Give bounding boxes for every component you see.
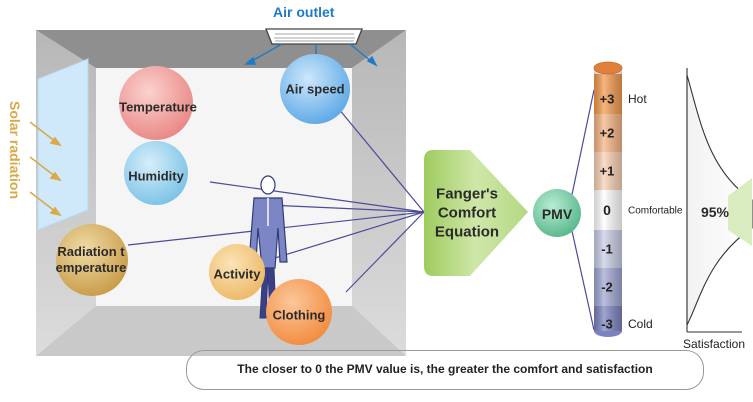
clothing-label: Clothing (272, 307, 326, 323)
solar-arrowhead-2 (49, 171, 62, 182)
air-arrowhead-right (366, 55, 378, 67)
scale-value-zero: 0 (603, 202, 611, 218)
line-person (267, 204, 425, 213)
equation-shape (424, 150, 528, 276)
comfortable-label: Comfortable (628, 205, 683, 217)
clothing-bubble (266, 279, 332, 345)
air-speed-bubble (280, 54, 350, 124)
humidity-label: Humidity (128, 168, 184, 184)
solar-arrowhead-1 (49, 136, 62, 147)
pmv-label: PMV (541, 206, 573, 222)
solar-arrows (29, 121, 62, 217)
line-pmv-bottom (569, 221, 595, 331)
footnote-box: The closer to 0 the PMV value is, the gr… (186, 350, 704, 390)
line-clothing (345, 211, 425, 293)
temperature-bubble (119, 66, 193, 140)
solar-radiation-label: Solar radiation (7, 100, 23, 200)
satisfaction-arrow (728, 178, 752, 246)
activity-label: Activity (213, 266, 261, 282)
room-floor (36, 306, 406, 356)
solar-arrowhead-3 (49, 206, 62, 217)
scale-value-minus2: -2 (601, 279, 613, 295)
pmv-bubble (533, 189, 581, 237)
air-outlet-label: Air outlet (273, 4, 335, 20)
air-arrow-left (249, 43, 283, 63)
line-pmv-top (569, 89, 595, 205)
air-arrowhead-left (244, 56, 256, 65)
air-speed-label: Air speed (285, 81, 345, 97)
line-activity (261, 211, 425, 263)
solar-arrow-3 (29, 191, 57, 213)
satisfaction-value: 95% (700, 204, 730, 220)
scale-value-plus1: +1 (599, 163, 615, 179)
window (37, 58, 89, 231)
solar-arrow-1 (29, 121, 57, 143)
footnote-text: The closer to 0 the PMV value is, the gr… (237, 362, 653, 376)
scale-value-minus3: -3 (601, 316, 613, 332)
line-humidity (209, 181, 425, 213)
solar-arrow-2 (29, 156, 57, 178)
pmv-scale-column (593, 61, 623, 337)
radiation-temperature-label: Radiation t emperature (55, 244, 127, 275)
scale-value-plus2: +2 (599, 125, 615, 141)
temperature-label: Temperature (119, 99, 197, 115)
satisfaction-label: Satisfaction (683, 337, 746, 351)
humidity-bubble (124, 141, 188, 205)
line-air-speed (337, 107, 425, 213)
scale-shading (594, 68, 622, 331)
air-outlet-vent (265, 28, 363, 45)
satisfaction-curve (686, 68, 753, 333)
air-arrow-right (349, 43, 373, 63)
scale-value-minus1: -1 (601, 241, 613, 257)
hot-label: Hot (628, 92, 647, 106)
equation-label: Fanger's Comfort Equation (434, 185, 500, 241)
scale-top-cap (593, 61, 623, 75)
activity-bubble (209, 244, 265, 300)
radiation-bubble (56, 224, 128, 296)
cold-label: Cold (628, 317, 653, 331)
connector-lines (127, 89, 595, 331)
room-right-wall (352, 30, 406, 356)
scale-value-plus3: +3 (599, 91, 615, 107)
